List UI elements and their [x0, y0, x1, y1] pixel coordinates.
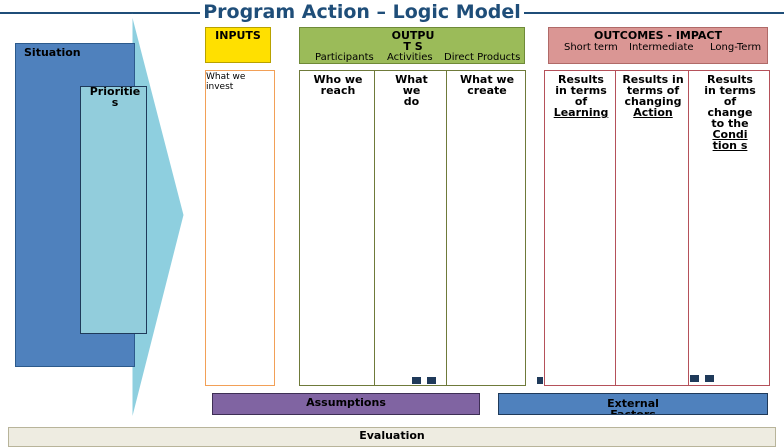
outcomes-col1-line1: Results — [558, 73, 604, 86]
outcomes-col2-line3: changing — [624, 95, 682, 108]
marker-square — [690, 375, 699, 382]
outcomes-col3-line1: Results — [707, 73, 753, 86]
outcomes-col2-text: Results in terms of changing Action — [616, 74, 690, 118]
outcomes-column-short-term: Results in terms of Learning — [544, 70, 616, 386]
priorities-box: Prioritie s — [80, 86, 147, 334]
outputs-col1-text: Who we reach — [300, 74, 376, 96]
page-title: Program Action – Logic Model — [200, 0, 524, 24]
evaluation-label: Evaluation — [359, 429, 425, 442]
outcomes-col3-text: Results in terms of change to the Condit… — [689, 74, 771, 151]
outcomes-col3-line2: in terms — [704, 84, 756, 97]
external-factors-label: External Factors — [607, 397, 659, 415]
outcomes-col1-text: Results in terms of Learning — [545, 74, 617, 118]
outputs-col3-line2: create — [467, 84, 507, 97]
outcomes-col1-line3: of — [574, 95, 588, 108]
outputs-column-participants: Who we reach — [299, 70, 375, 386]
outputs-col2-line1: What — [395, 73, 428, 86]
outcomes-col1-line2: in terms — [555, 84, 607, 97]
outputs-sub-activities: Activities — [387, 52, 433, 63]
outputs-col3-text: What we create — [447, 74, 527, 96]
outputs-column-activities: What we do — [374, 70, 447, 386]
marker-square — [537, 377, 543, 384]
marker-square — [412, 377, 421, 384]
outcomes-sub-short-term: Short term — [564, 42, 618, 53]
outcomes-col2-line1: Results in — [622, 73, 684, 86]
outcomes-header-label: OUTCOMES - IMPACT — [594, 29, 722, 42]
outcomes-col2-line2: terms of — [626, 84, 680, 97]
outputs-col2-text: What we do — [375, 74, 448, 107]
outcomes-sub-intermediate: Intermediate — [629, 42, 694, 53]
outcomes-col3-line4: change — [707, 106, 753, 119]
outcomes-col3-line5: to the — [711, 117, 749, 130]
outcomes-col2-underlined: Action — [633, 106, 673, 119]
inputs-body: What we invest — [206, 72, 246, 92]
outputs-header-label: OUTPUT S — [391, 29, 435, 53]
outputs-col3-line1: What we — [459, 73, 515, 86]
outputs-col2-line3: do — [403, 95, 420, 108]
outcomes-column-long-term: Results in terms of change to the Condit… — [688, 70, 770, 386]
priorities-label: Prioritie s — [89, 85, 141, 109]
situation-label: Situation — [24, 46, 81, 59]
outputs-col1-line2: reach — [320, 84, 356, 97]
external-factors-bar: External Factors — [498, 393, 768, 415]
evaluation-bar: Evaluation — [8, 427, 776, 447]
outcomes-col3-underlined: Condition s — [712, 128, 748, 152]
outputs-sub-participants: Participants — [315, 52, 374, 63]
assumptions-label: Assumptions — [306, 396, 386, 409]
outputs-col1-line1: Who we — [313, 73, 363, 86]
marker-square — [705, 375, 714, 382]
outputs-sub-direct-products: Direct Products — [444, 52, 521, 63]
title-rule-left — [0, 12, 204, 14]
marker-square — [427, 377, 436, 384]
outcomes-col3-line3: of — [723, 95, 737, 108]
inputs-header-label: INPUTS — [215, 29, 261, 42]
outcomes-sub-long-term: Long-Term — [710, 42, 762, 53]
outputs-column-direct-products: What we create — [446, 70, 526, 386]
outputs-col2-line2: we — [402, 84, 421, 97]
inputs-column: What we invest — [205, 70, 275, 386]
assumptions-bar: Assumptions — [212, 393, 480, 415]
outcomes-col1-underlined: Learning — [553, 106, 609, 119]
title-rule-right — [520, 12, 784, 14]
inputs-header: INPUTS — [205, 27, 271, 63]
outputs-header: OUTPUT S Participants Activities Direct … — [299, 27, 525, 64]
outcomes-header: OUTCOMES - IMPACT Short term Intermediat… — [548, 27, 768, 64]
outcomes-column-intermediate: Results in terms of changing Action — [615, 70, 689, 386]
